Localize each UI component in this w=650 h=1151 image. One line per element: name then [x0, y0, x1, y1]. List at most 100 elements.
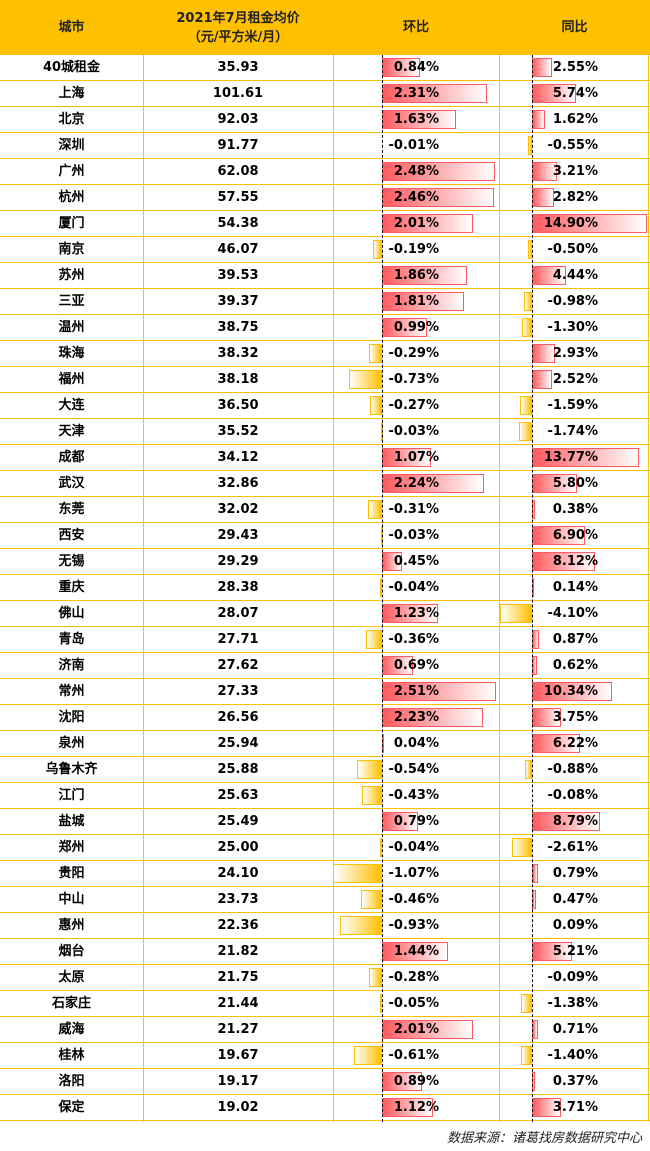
rent-price: 27.33	[217, 684, 259, 699]
yoy-value: 5.74%	[552, 86, 598, 101]
rent-price: 28.07	[217, 606, 259, 621]
yoy-bar	[521, 1046, 532, 1065]
rent-price: 19.17	[217, 1074, 259, 1089]
rent-price: 35.52	[217, 424, 259, 439]
city-name: 40城租金	[42, 60, 101, 75]
rent-price: 27.62	[217, 658, 259, 673]
rent-price: 38.18	[217, 372, 259, 387]
mom-value: 1.63%	[393, 112, 439, 127]
yoy-value: 0.09%	[552, 918, 598, 933]
rent-price: 38.75	[217, 320, 259, 335]
yoy-value: 5.21%	[552, 944, 598, 959]
city-name: 珠海	[58, 346, 85, 361]
city-name: 太原	[58, 970, 85, 985]
yoy-value: 8.12%	[552, 554, 598, 569]
rent-price: 62.08	[217, 164, 259, 179]
yoy-value: -1.30%	[547, 320, 599, 335]
mom-bar	[380, 578, 383, 597]
mom-bar	[369, 396, 382, 415]
rent-price: 29.43	[217, 528, 259, 543]
mom-bar	[362, 786, 382, 805]
rent-price: 24.10	[217, 866, 259, 881]
mom-value: -0.29%	[388, 346, 440, 361]
city-name: 苏州	[58, 268, 85, 283]
rent-price: 25.94	[217, 736, 259, 751]
mom-bar	[367, 500, 382, 519]
city-name: 青岛	[58, 632, 85, 647]
mom-bar	[365, 630, 382, 649]
yoy-value: 14.90%	[543, 216, 598, 231]
yoy-value: -1.59%	[547, 398, 599, 413]
mom-value: 0.84%	[393, 60, 439, 75]
city-name: 盐城	[58, 814, 85, 829]
rent-price: 25.00	[217, 840, 259, 855]
yoy-value: 1.62%	[552, 112, 598, 127]
rent-price: 28.38	[217, 580, 259, 595]
mom-value: 1.86%	[393, 268, 439, 283]
city-name: 惠州	[58, 918, 85, 933]
mom-value: -0.04%	[388, 580, 440, 595]
city-name: 桂林	[58, 1048, 85, 1063]
mom-value: -0.43%	[388, 788, 440, 803]
rent-price: 57.55	[217, 190, 259, 205]
city-name: 常州	[58, 684, 85, 699]
yoy-bar	[521, 318, 532, 337]
yoy-value: -0.08%	[547, 788, 599, 803]
rent-price: 91.77	[217, 138, 259, 153]
rent-price: 23.73	[217, 892, 259, 907]
header-mom: 环比	[402, 20, 429, 35]
city-name: 郑州	[58, 840, 85, 855]
yoy-value: -1.74%	[547, 424, 599, 439]
mom-value: -0.54%	[388, 762, 440, 777]
mom-value: 2.24%	[393, 476, 439, 491]
mom-bar	[357, 760, 382, 779]
yoy-value: 6.22%	[552, 736, 598, 751]
yoy-bar	[518, 422, 532, 441]
rent-price: 38.32	[217, 346, 259, 361]
mom-value: -0.19%	[388, 242, 440, 257]
rent-price: 101.61	[212, 86, 264, 101]
city-name: 广州	[58, 164, 85, 179]
city-name: 西安	[58, 528, 85, 543]
mom-value: -0.03%	[388, 528, 440, 543]
yoy-value: 3.75%	[552, 710, 598, 725]
city-name: 武汉	[58, 476, 85, 491]
city-name: 保定	[58, 1100, 85, 1115]
grid-line	[499, 55, 500, 1122]
city-name: 沈阳	[58, 710, 85, 725]
mom-value: 2.01%	[393, 216, 439, 231]
yoy-bar	[525, 760, 532, 779]
city-name: 重庆	[58, 580, 85, 595]
yoy-value: 3.21%	[552, 164, 598, 179]
mom-value: 0.69%	[393, 658, 439, 673]
yoy-value: -2.61%	[547, 840, 599, 855]
yoy-value: 0.47%	[552, 892, 598, 907]
header-city: 城市	[58, 20, 85, 35]
grid-line	[648, 55, 649, 1122]
header-yoy: 同比	[561, 20, 588, 35]
mom-bar	[373, 240, 382, 259]
mom-bar	[354, 1046, 382, 1065]
mom-value: -0.46%	[388, 892, 440, 907]
mom-value: 0.45%	[393, 554, 439, 569]
yoy-bar	[519, 396, 532, 415]
mom-value: -0.03%	[388, 424, 440, 439]
city-name: 贵阳	[58, 866, 85, 881]
mom-value: 1.07%	[393, 450, 439, 465]
yoy-bar	[527, 136, 532, 155]
